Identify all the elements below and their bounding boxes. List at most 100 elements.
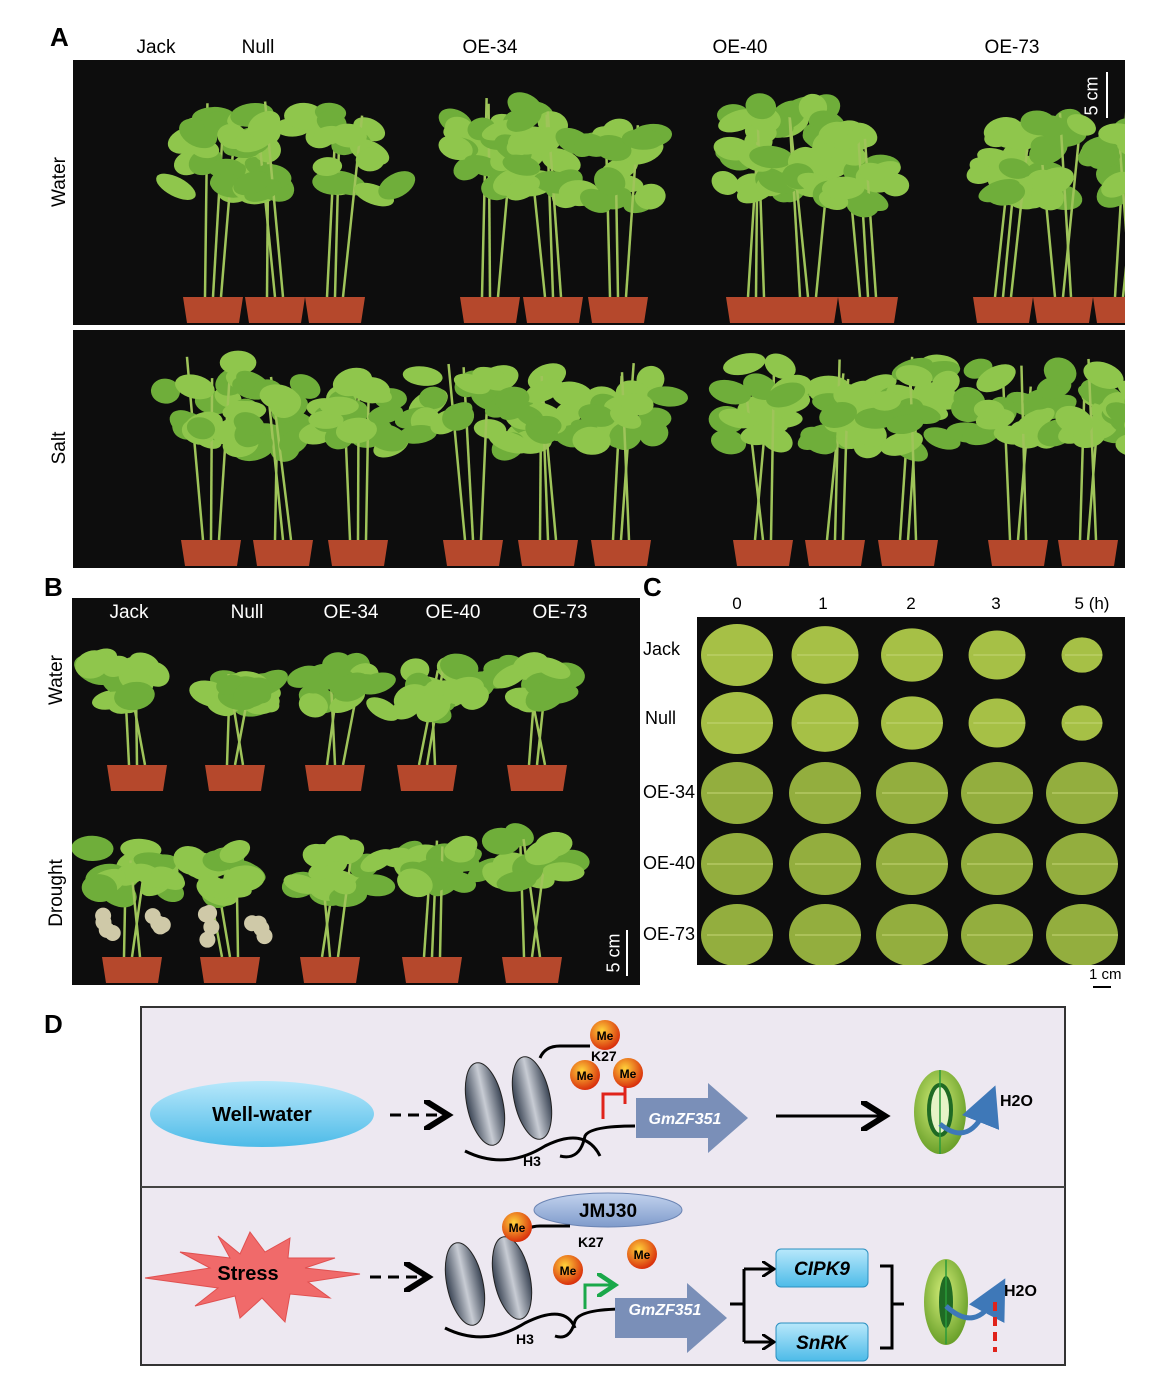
leaf xyxy=(1098,123,1125,145)
leaf xyxy=(332,367,373,397)
salt-plants-photo xyxy=(73,330,1125,568)
leaf xyxy=(391,696,422,720)
row-label: Null xyxy=(645,708,677,728)
pot xyxy=(518,540,578,566)
stem xyxy=(518,827,526,958)
pot xyxy=(733,540,793,566)
leaf xyxy=(219,840,251,863)
leaf xyxy=(366,697,400,721)
pot xyxy=(878,540,938,566)
leaf xyxy=(525,680,566,712)
stem xyxy=(1078,381,1086,541)
gene-label: GmZF351 xyxy=(629,1302,702,1319)
condition-label: Well-water xyxy=(212,1104,312,1126)
pot xyxy=(245,297,305,323)
pot xyxy=(591,540,651,566)
column-label: Jack xyxy=(136,37,176,58)
condition-label: Stress xyxy=(217,1263,278,1285)
leaf xyxy=(846,191,880,218)
leaf xyxy=(870,391,902,411)
leaf xyxy=(502,154,541,176)
well-water-ellipse xyxy=(150,1081,374,1147)
leaf xyxy=(764,353,796,379)
gene-arrow xyxy=(615,1283,727,1353)
h3-label: H3 xyxy=(523,1153,541,1169)
leaf xyxy=(419,386,448,410)
svg-text:Me: Me xyxy=(634,1248,651,1262)
leaf xyxy=(438,135,473,161)
leaf xyxy=(711,170,739,195)
leaf xyxy=(378,171,416,200)
pot xyxy=(102,957,162,983)
pot xyxy=(300,957,360,983)
panel-a-label: A xyxy=(50,22,69,52)
leaf xyxy=(308,410,344,429)
column-label: Null xyxy=(230,602,264,623)
stem xyxy=(1061,114,1083,298)
column-label: OE-40 xyxy=(425,602,481,623)
merge-bracket xyxy=(880,1264,904,1350)
time-label: 2 xyxy=(906,594,916,613)
leaf xyxy=(534,657,571,679)
column-label: OE-34 xyxy=(323,602,379,623)
leaf xyxy=(986,180,1026,206)
svg-text:Me: Me xyxy=(509,1221,526,1235)
leaf xyxy=(821,176,865,200)
nucleosome-icon xyxy=(464,1044,636,1162)
pot xyxy=(397,765,457,791)
scale-label: 5 cm xyxy=(603,933,624,973)
leaf xyxy=(1083,361,1124,389)
leaf xyxy=(913,382,950,404)
column-label: OE-34 xyxy=(462,37,518,58)
target-label: SnRK xyxy=(796,1333,849,1354)
leaf xyxy=(259,384,300,411)
leaf xyxy=(151,866,185,890)
svg-text:Me: Me xyxy=(597,1029,614,1043)
pot xyxy=(502,957,562,983)
leaf xyxy=(289,374,321,399)
pot xyxy=(1093,297,1125,323)
enzyme-label: JMJ30 xyxy=(579,1201,637,1222)
leaf xyxy=(440,653,479,681)
leaf xyxy=(506,106,542,132)
leaf xyxy=(233,412,265,436)
leaf xyxy=(1015,407,1055,434)
leaf xyxy=(398,424,437,444)
repression-icon xyxy=(601,1086,627,1119)
target-label: CIPK9 xyxy=(794,1259,850,1280)
leaf xyxy=(330,123,367,148)
column-label: OE-73 xyxy=(984,37,1040,58)
row-label: Drought xyxy=(46,859,67,927)
leaf xyxy=(496,871,537,892)
pot xyxy=(988,540,1048,566)
leaf xyxy=(881,173,910,197)
methyl-group-icon: Me xyxy=(553,1255,583,1285)
leaf xyxy=(472,366,511,391)
methyl-group-icon: Me xyxy=(613,1058,643,1088)
leaf xyxy=(594,167,626,196)
leaf xyxy=(284,102,324,130)
open-stoma-icon xyxy=(914,1070,1000,1154)
stem xyxy=(336,847,354,958)
stress-pathway: Stress JMJ30 K27 H3 Me Me Me GmZF351 xyxy=(144,1192,1037,1362)
time-label: 3 xyxy=(991,594,1001,613)
leaf xyxy=(723,353,766,376)
leaf xyxy=(647,386,689,407)
leaf xyxy=(524,378,563,404)
stem xyxy=(744,384,765,541)
leaf xyxy=(129,652,160,676)
leaf xyxy=(494,386,530,412)
pot xyxy=(402,957,462,983)
activation-icon xyxy=(583,1285,615,1309)
pot xyxy=(443,540,503,566)
wilted-leaf xyxy=(201,905,218,922)
column-label: Null xyxy=(241,37,275,58)
leaf xyxy=(749,145,793,169)
stem xyxy=(1009,120,1032,298)
wilted-leaf xyxy=(152,918,169,935)
leaf xyxy=(895,365,933,387)
leaf xyxy=(488,430,531,454)
leaf xyxy=(578,404,616,427)
row-label: OE-73 xyxy=(643,924,696,944)
time-label: 0 xyxy=(732,594,742,613)
